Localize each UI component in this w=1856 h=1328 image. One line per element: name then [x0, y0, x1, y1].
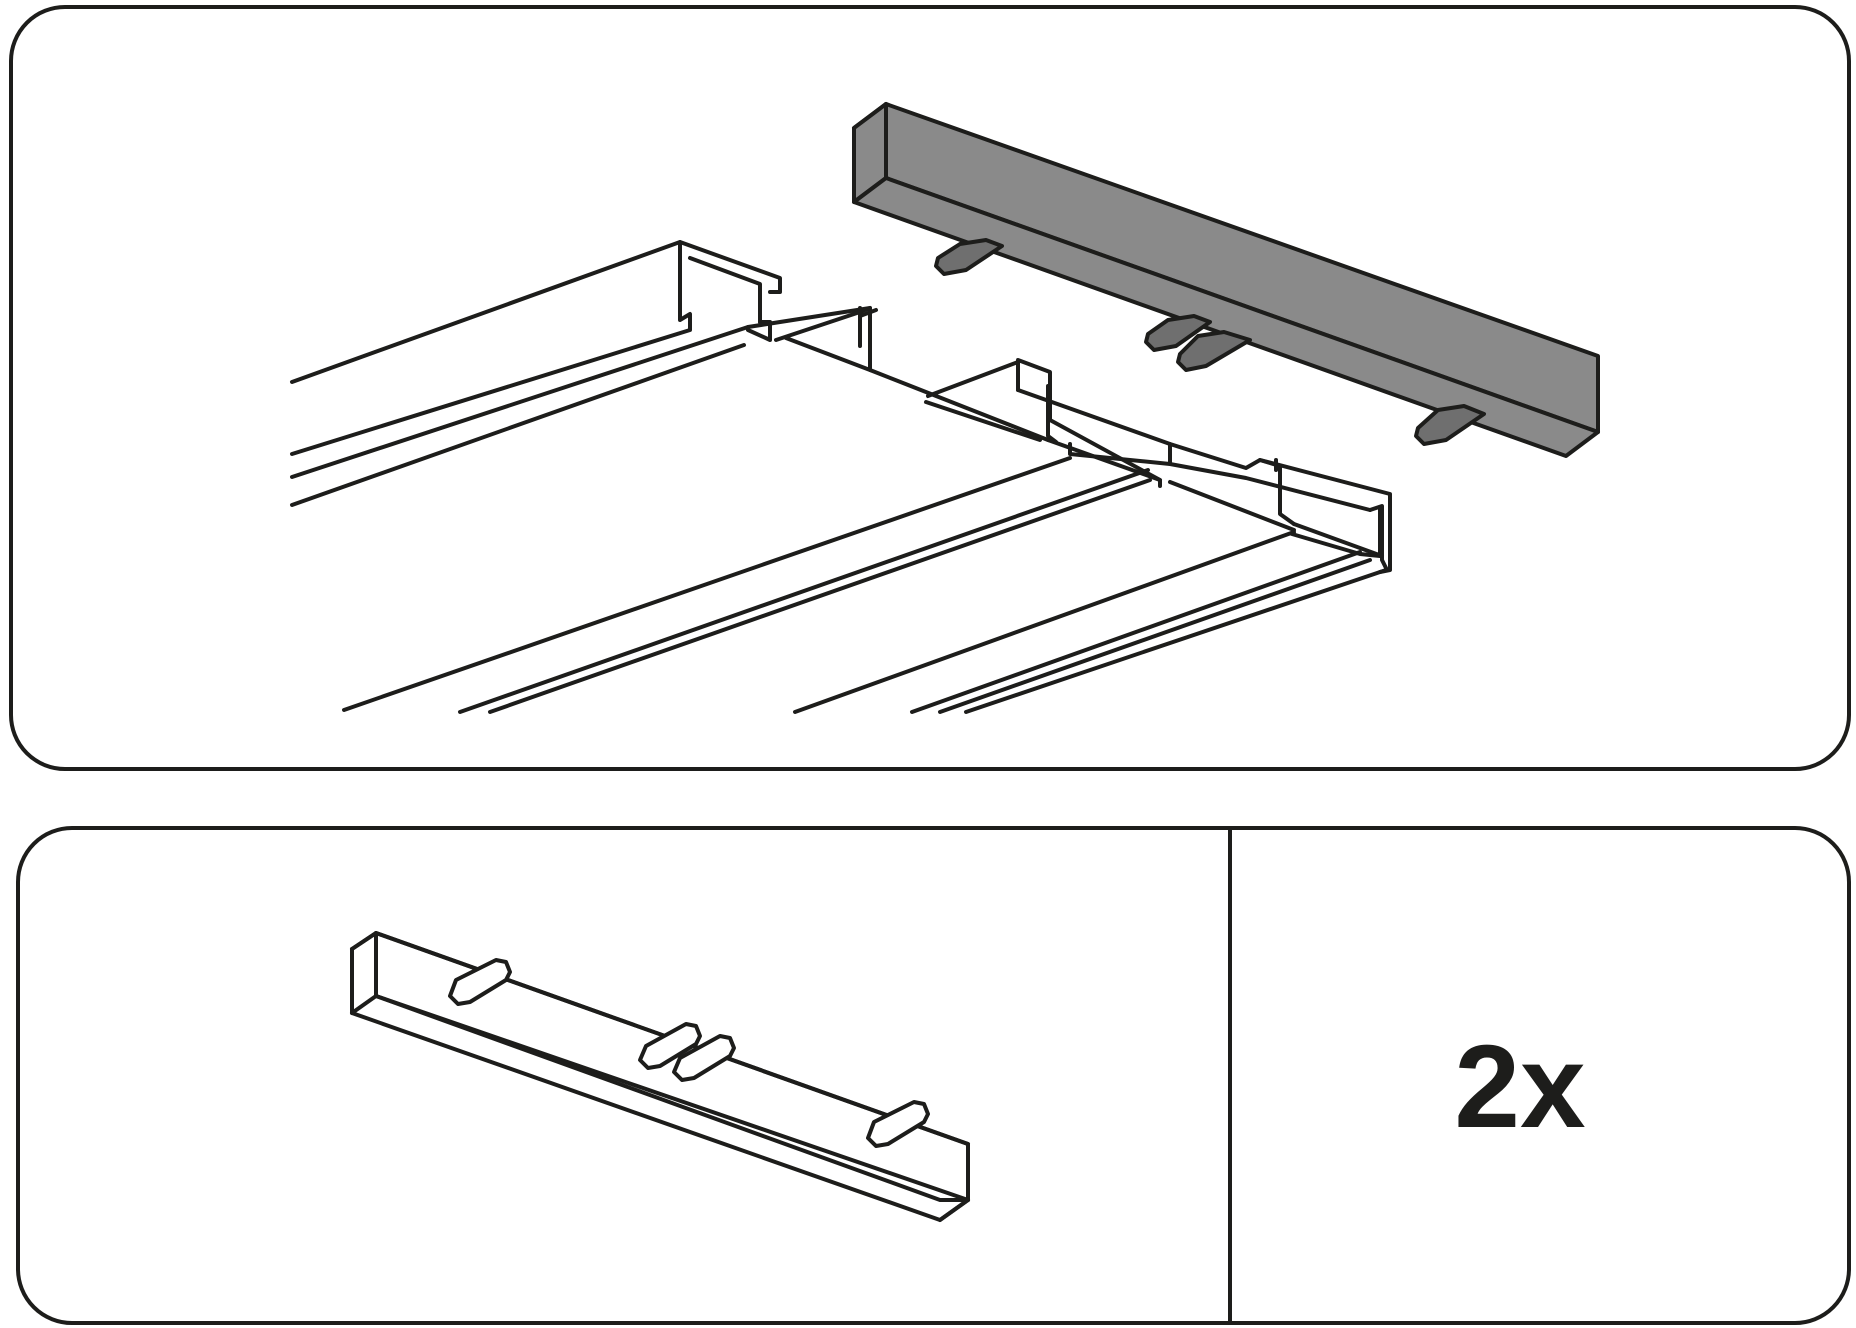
adapter-bar-gray — [852, 102, 1600, 458]
track-rail-middle — [342, 306, 1152, 714]
track-rail-back — [290, 240, 782, 507]
adapter-part-clips — [448, 958, 930, 1148]
adapter-part-outline — [350, 931, 970, 1222]
parts-panel — [16, 826, 1851, 1325]
quantity-label: 2x — [1454, 1021, 1586, 1153]
adapter-clips-gray — [934, 238, 1486, 446]
panel-divider — [1228, 830, 1232, 1321]
track-rail-front — [793, 358, 1392, 714]
